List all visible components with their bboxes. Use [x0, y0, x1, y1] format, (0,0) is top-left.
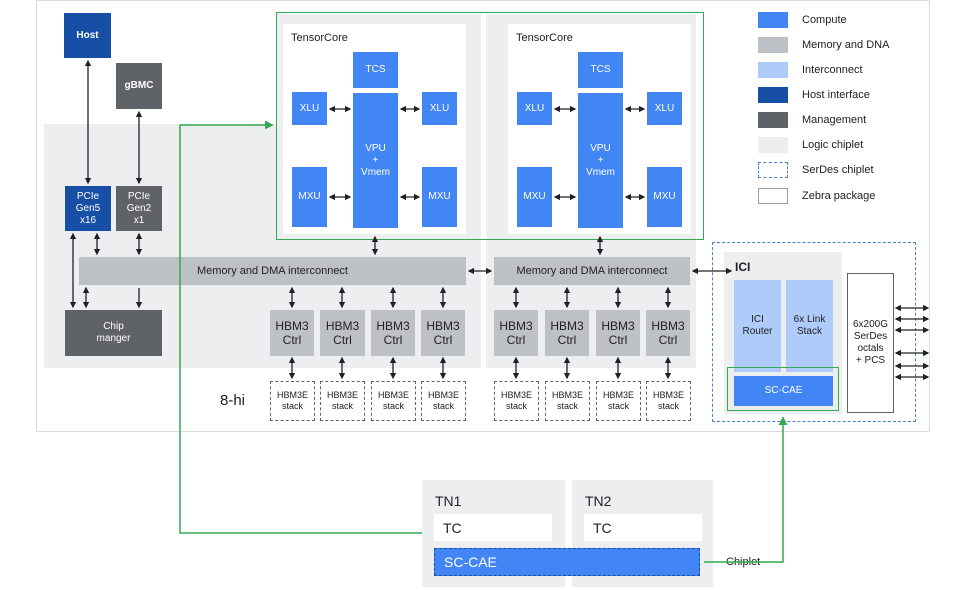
- dma-interconnect-right: Memory and DMA interconnect: [494, 257, 690, 285]
- tensorcore-title-2: TensorCore: [516, 32, 573, 44]
- mxu-left-box-2: MXU: [517, 167, 552, 227]
- legend-item-logic: Logic chiplet: [758, 137, 863, 153]
- xlu-right-box-1: XLU: [422, 92, 457, 125]
- green-path-chiplet-ici: [704, 416, 788, 563]
- tc-box-1: TC: [434, 514, 552, 541]
- legend-swatch-interconnect: [758, 62, 788, 78]
- pcie-gen2-box: PCIe Gen2 x1: [116, 186, 162, 231]
- xlu-left-box-2: XLU: [517, 92, 552, 125]
- legend-label-management: Management: [802, 114, 867, 126]
- vpu-box-1: VPU + Vmem: [353, 93, 398, 228]
- tensorcore-title-1: TensorCore: [291, 32, 348, 44]
- hbm-ctrl-1: HBM3 Ctrl: [270, 310, 314, 356]
- hbm-stack-8: HBM3E stack: [646, 381, 691, 421]
- legend-item-interconnect: Interconnect: [758, 62, 863, 78]
- hbm-ctrl-7: HBM3 Ctrl: [596, 310, 640, 356]
- legend-swatch-host: [758, 87, 788, 103]
- legend-label-memory: Memory and DNA: [802, 39, 890, 51]
- host-box: Host: [64, 13, 111, 58]
- tc-box-2: TC: [584, 514, 702, 541]
- legend-item-management: Management: [758, 112, 866, 128]
- legend-swatch-zebra: [758, 188, 788, 204]
- sc-cae-box: SC-CAE: [734, 376, 833, 406]
- legend-swatch-logic: [758, 137, 788, 153]
- hbm-ctrl-3: HBM3 Ctrl: [371, 310, 415, 356]
- legend-swatch-memory: [758, 37, 788, 53]
- tensorcore-cluster-outline: [276, 12, 704, 240]
- vpu-box-2: VPU + Vmem: [578, 93, 623, 228]
- pcie-gen5-box: PCIe Gen5 x16: [65, 186, 111, 231]
- legend-swatch-management: [758, 112, 788, 128]
- zebra-package: [36, 0, 930, 432]
- ici-router-box: ICI Router: [734, 280, 781, 372]
- hbm-ctrl-2: HBM3 Ctrl: [320, 310, 365, 356]
- legend-label-serdes: SerDes chiplet: [802, 164, 874, 176]
- dma-interconnect-left: Memory and DMA interconnect: [79, 257, 466, 285]
- tcs-box-2: TCS: [578, 52, 623, 88]
- legend-label-compute: Compute: [802, 14, 847, 26]
- hbm-stack-1: HBM3E stack: [270, 381, 315, 421]
- chip-manager-box: Chip manger: [65, 310, 162, 356]
- hbm-ctrl-4: HBM3 Ctrl: [421, 310, 465, 356]
- legend-item-host: Host interface: [758, 87, 870, 103]
- legend-item-serdes: SerDes chiplet: [758, 162, 874, 178]
- legend-item-memory: Memory and DNA: [758, 37, 889, 53]
- hbm-stack-4: HBM3E stack: [421, 381, 466, 421]
- legend-swatch-compute: [758, 12, 788, 28]
- sc-cae-outline: [727, 367, 839, 411]
- ici-title: ICI: [735, 260, 751, 274]
- green-path-tn1-tensorcore: [179, 120, 422, 534]
- hbm-stack-2: HBM3E stack: [320, 381, 365, 421]
- xlu-right-box-2: XLU: [647, 92, 682, 125]
- tn1-title: TN1: [435, 493, 462, 509]
- legend-swatch-serdes: [758, 162, 788, 178]
- serdes-octals-box: 6x200G SerDes octals + PCS: [847, 273, 894, 413]
- hbm-stack-7: HBM3E stack: [596, 381, 641, 421]
- legend-label-host: Host interface: [802, 89, 870, 101]
- link-stack-box: 6x Link Stack: [786, 280, 833, 372]
- sc-cae-chiplet-box: SC-CAE: [434, 548, 700, 576]
- mxu-right-box-2: MXU: [647, 167, 682, 227]
- gbmc-box: gBMC: [116, 63, 162, 109]
- legend-item-compute: Compute: [758, 12, 847, 28]
- hbm-ctrl-8: HBM3 Ctrl: [646, 310, 690, 356]
- legend-label-zebra: Zebra package: [802, 190, 876, 202]
- tcs-box-1: TCS: [353, 52, 398, 88]
- legend-label-logic: Logic chiplet: [802, 139, 864, 151]
- mxu-left-box-1: MXU: [292, 167, 327, 227]
- hbm-stack-6: HBM3E stack: [545, 381, 590, 421]
- eight-hi-label: 8-hi: [220, 392, 246, 409]
- hbm-ctrl-6: HBM3 Ctrl: [545, 310, 589, 356]
- hbm-stack-5: HBM3E stack: [494, 381, 539, 421]
- hbm-stack-3: HBM3E stack: [371, 381, 416, 421]
- mxu-right-box-1: MXU: [422, 167, 457, 227]
- hbm-ctrl-5: HBM3 Ctrl: [494, 310, 538, 356]
- legend-item-zebra: Zebra package: [758, 188, 875, 204]
- legend-label-interconnect: Interconnect: [802, 64, 863, 76]
- xlu-left-box-1: XLU: [292, 92, 327, 125]
- tn2-title: TN2: [585, 493, 612, 509]
